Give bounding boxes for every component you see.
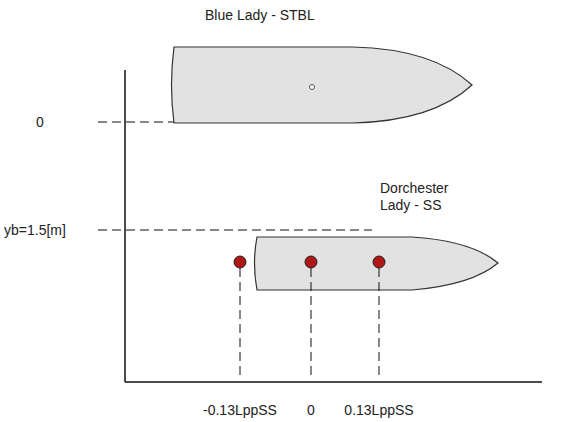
probe-dot [234, 256, 246, 268]
ship-hull [168, 45, 478, 125]
ship-name: Blue Lady - STBL [205, 7, 315, 24]
probe-position: -0.13LppSS [203, 402, 277, 419]
ship-node: Blue Lady - STBL [168, 5, 478, 125]
ship-hull [252, 235, 502, 292]
center-mark [310, 85, 315, 90]
probe-position: 0 [307, 402, 315, 419]
x-axis [125, 381, 542, 383]
y-axis [124, 70, 126, 382]
probe-leader [240, 268, 241, 376]
offset-line [98, 230, 372, 231]
hull-outline [172, 47, 473, 123]
probe-position: 0.13LppSS [344, 402, 413, 419]
ship-node: Dorchester Lady - SS [252, 180, 502, 292]
ship-name: Dorchester Lady - SS [380, 180, 475, 214]
offset-dimension: yb=1.5[m] [4, 222, 66, 239]
hull-outline [255, 237, 499, 290]
axis-origin: 0 [36, 114, 44, 131]
